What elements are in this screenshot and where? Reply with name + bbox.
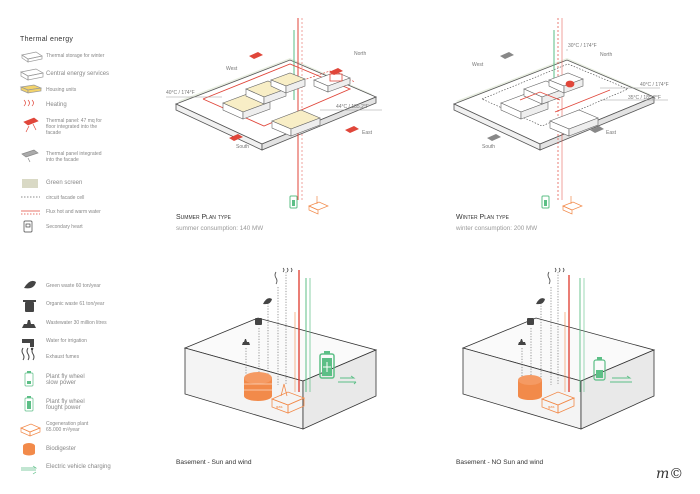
central-services-icon [20,68,44,81]
heating-icon [23,99,34,107]
resource-cogeneration: Cogeneration plant 65.000 m³/year [46,421,89,433]
summer-cogeneration-icon [308,196,329,215]
winter-thermal-panels [487,52,604,141]
summer-plan [166,18,382,215]
basement-nosun-cogeneration [540,391,576,414]
ev-charging-icon [21,465,38,475]
basement-nosun-gas-label: gas [548,404,555,409]
resource-green-waste: Green waste 60 ton/year [46,283,101,289]
legend-title: Thermal energy [20,36,73,43]
brand-logo: m© [656,466,684,482]
basement-nosun [461,267,656,430]
resource-organic-waste: Organic waste 61 ton/year [46,301,105,307]
legend-title-text: Thermal energy [20,36,74,43]
cogeneration-plant-icon [20,423,41,437]
winter-west-label: West [472,62,484,68]
battery-fast-icon [24,396,34,412]
summer-battery-icon [289,195,298,209]
housing-units-icon [19,84,43,94]
green-screen-icon [22,179,38,188]
resource-exhaust: Exhaust fumes [46,354,80,360]
winter-north-label: North [600,52,613,58]
summer-north-label: North [354,51,367,57]
basement-nosun-title: Basement - NO Sun and wind [456,459,544,466]
basement-sun-biodigester [244,372,272,401]
flux-water-icon [21,210,40,215]
resource-battery-slow: Plant fly wheel slow power [46,374,85,386]
basement-sun [183,267,378,430]
legend-item-central-services: Central energy services [46,71,110,77]
summer-plan-subtitle: summer consumption: 140 MW [176,225,264,232]
summer-thermal-panels [229,52,359,141]
winter-plan-subtitle: winter consumption: 200 MW [456,225,538,232]
biodigester-icon [23,443,35,456]
exhaust-fumes-icon [21,347,35,361]
summer-temp-right: 44°C / 185,2°F [336,104,369,110]
legend-item-circuit: circuit facade cell [46,195,85,201]
legend-item-green-screen: Green screen [46,180,83,186]
summer-east-label: East [362,130,373,136]
thermal-panel-icon [21,149,39,163]
battery-slow-icon [24,371,34,387]
summer-housing-blocks [222,71,351,137]
legend-item-thermal-panel: Thermal panel integrated into the facade [46,151,102,163]
basement-sun-battery [319,351,335,379]
legend-item-thermal-panel-facade: Thermal panel: 47 mq for floor integrate… [46,118,102,136]
legend-item-secondary-heart: Secondary heart [46,224,83,230]
summer-plan-title: Summer Plan type [176,214,231,221]
resource-biodigester: Biodigester [46,446,77,452]
resource-ev-charging: Electric vehicle charging [46,464,111,470]
basement-nosun-biodigester [518,375,542,400]
resource-water-irrigation: Water for irrigation [46,338,87,344]
organic-waste-icon [23,300,36,312]
basement-sun-gas-label: gas [276,404,283,409]
winter-temp-top: 30°C / 174°F [568,43,597,49]
legend-item-thermal-storage: Thermal storage for winter [46,53,105,59]
winter-temp-right1: 40°C / 174°F [640,82,669,88]
legend-item-flux: Flux hot and warm water [46,209,101,215]
basement-sun-title: Basement - Sun and wind [176,459,252,466]
wastewater-icon [22,320,36,328]
secondary-heart-icon [23,220,33,233]
legend-item-housing: Housing units [46,87,77,93]
basement-sun-cogeneration [270,383,306,414]
summer-south-label: South [236,144,250,150]
resource-wastewater: Wastewater 30 million litres [46,320,107,326]
green-waste-icon [24,280,36,289]
legend-icons [19,51,44,475]
basement-nosun-battery [593,357,606,381]
summer-west-label: West [226,66,238,72]
legend-item-heating: Heating [46,102,67,108]
winter-plan [452,18,668,215]
winter-temp-right2: 35°C / 185,2°F [628,95,661,101]
winter-battery-icon [541,195,550,209]
winter-plan-title: Winter Plan type [456,214,509,221]
winter-red-elements [519,80,611,113]
winter-south-label: South [482,144,496,150]
summer-temp-left: 40°C / 174°F [166,90,195,96]
resource-battery-fast: Plant fly wheel fought power [46,399,85,411]
winter-east-label: East [606,130,617,136]
thermal-storage-icon [21,51,43,63]
thermal-panel-facade-icon [23,117,39,133]
summer-base-top [174,59,378,145]
